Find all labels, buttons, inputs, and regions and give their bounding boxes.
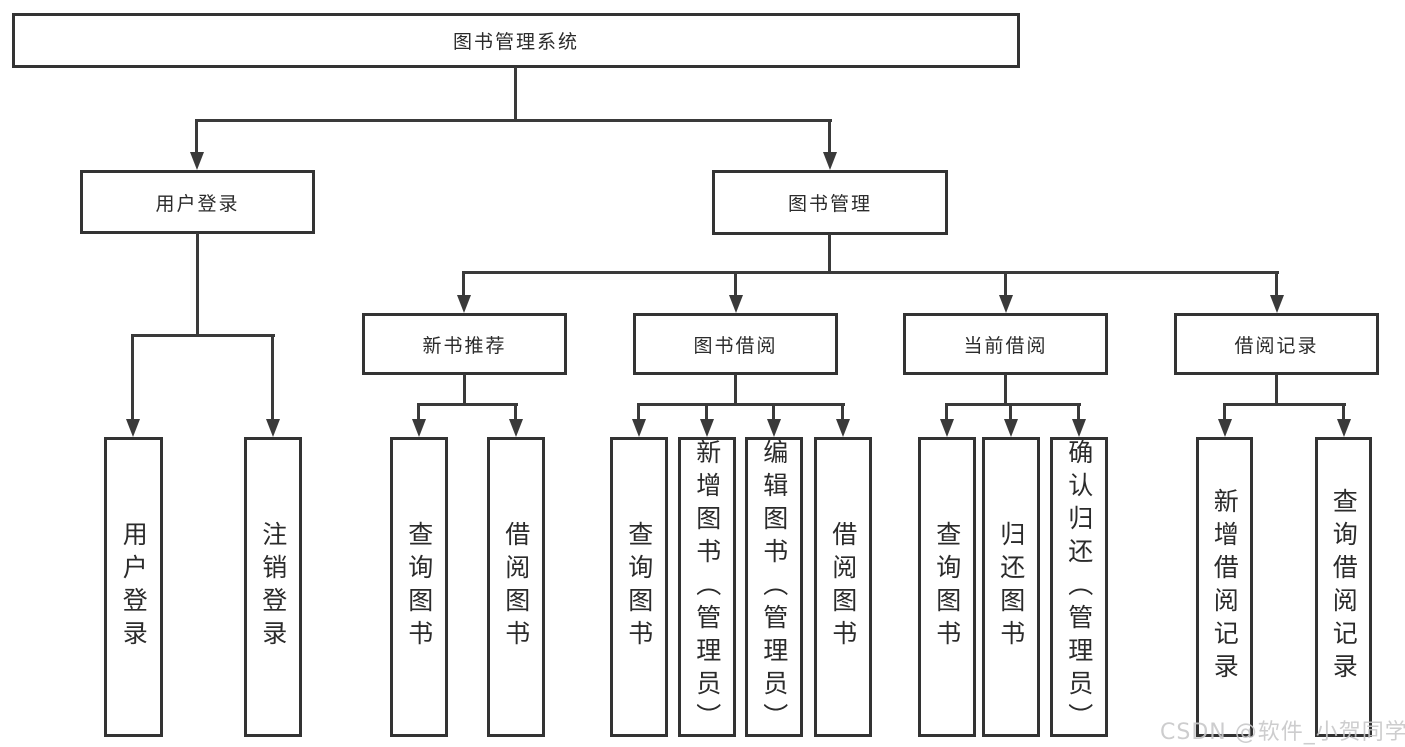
- connector-line: [462, 271, 465, 295]
- connector-line: [417, 403, 420, 419]
- connector-line: [828, 234, 831, 273]
- arrow-down-icon: [1004, 419, 1018, 437]
- arrow-down-icon: [190, 152, 204, 170]
- leaf-logout: 注销登录: [244, 437, 302, 737]
- connector-line: [637, 403, 640, 419]
- leaf-add-borrow-record: 新增借阅记录: [1196, 437, 1253, 737]
- connector-line: [514, 67, 517, 121]
- connector-line: [195, 119, 198, 152]
- leaf-edit-books-admin-label: 编辑图书（管理员）: [759, 438, 789, 736]
- node-borrow-records: 借阅记录: [1174, 313, 1379, 375]
- connector-line: [734, 271, 737, 295]
- arrow-down-icon: [940, 419, 954, 437]
- connector-line: [418, 403, 518, 406]
- connector-line: [1004, 374, 1007, 405]
- node-book-borrow-label: 图书借阅: [693, 334, 778, 357]
- leaf-query-books-recommend: 查询图书: [390, 437, 448, 737]
- leaf-user-login: 用户登录: [104, 437, 163, 737]
- arrow-down-icon: [412, 419, 426, 437]
- leaf-return-books-label: 归还图书: [996, 521, 1026, 653]
- leaf-borrow-books-recommend: 借阅图书: [487, 437, 545, 737]
- leaf-confirm-return-admin: 确认归还（管理员）: [1050, 437, 1108, 737]
- connector-line: [828, 119, 831, 152]
- connector-line: [463, 374, 466, 405]
- leaf-add-books-admin: 新增图书（管理员）: [678, 437, 736, 737]
- connector-line: [271, 334, 274, 419]
- connector-line: [1009, 403, 1012, 419]
- arrow-down-icon: [1218, 419, 1232, 437]
- connector-line: [132, 334, 275, 337]
- arrow-down-icon: [1270, 295, 1284, 313]
- arrow-down-icon: [1337, 419, 1351, 437]
- connector-line: [463, 271, 1279, 274]
- arrow-down-icon: [700, 419, 714, 437]
- connector-line: [705, 403, 708, 419]
- node-current-borrow: 当前借阅: [903, 313, 1108, 375]
- node-root-label: 图书管理系统: [452, 31, 579, 53]
- arrow-down-icon: [767, 419, 781, 437]
- arrow-down-icon: [509, 419, 523, 437]
- csdn-watermark: CSDN @软件_小贺同学: [1160, 720, 1405, 745]
- node-current-borrow-label: 当前借阅: [963, 334, 1048, 357]
- node-book-management: 图书管理: [712, 170, 948, 235]
- node-user-login: 用户登录: [80, 170, 315, 234]
- leaf-add-books-admin-label: 新增图书（管理员）: [692, 438, 722, 736]
- node-new-book-recommend-label: 新书推荐: [422, 334, 507, 357]
- connector-line: [1004, 271, 1007, 295]
- arrow-down-icon: [126, 419, 140, 437]
- connector-line: [772, 403, 775, 419]
- leaf-add-borrow-record-label: 新增借阅记录: [1210, 488, 1240, 686]
- node-book-borrow: 图书借阅: [633, 313, 838, 375]
- connector-line: [1223, 403, 1226, 419]
- connector-line: [1275, 271, 1278, 295]
- leaf-query-books-current: 查询图书: [918, 437, 976, 737]
- connector-line: [131, 334, 134, 419]
- connector-line: [1223, 403, 1346, 406]
- connector-line: [945, 403, 948, 419]
- connector-line: [1077, 403, 1080, 419]
- leaf-borrow-books-label: 借阅图书: [828, 521, 858, 653]
- leaf-confirm-return-admin-label: 确认归还（管理员）: [1064, 438, 1094, 736]
- connector-line: [1342, 403, 1345, 419]
- leaf-query-books-borrow: 查询图书: [610, 437, 668, 737]
- leaf-logout-label: 注销登录: [258, 521, 288, 653]
- node-user-login-label: 用户登录: [155, 192, 240, 215]
- arrow-down-icon: [729, 295, 743, 313]
- leaf-query-borrow-record: 查询借阅记录: [1315, 437, 1372, 737]
- leaf-user-login-label: 用户登录: [119, 521, 149, 653]
- connector-line: [514, 403, 517, 419]
- leaf-query-books-recommend-label: 查询图书: [404, 521, 434, 653]
- arrow-down-icon: [823, 152, 837, 170]
- leaf-borrow-books: 借阅图书: [814, 437, 872, 737]
- leaf-return-books: 归还图书: [982, 437, 1040, 737]
- arrow-down-icon: [266, 419, 280, 437]
- connector-line: [638, 403, 845, 406]
- arrow-down-icon: [632, 419, 646, 437]
- node-new-book-recommend: 新书推荐: [362, 313, 567, 375]
- leaf-query-books-borrow-label: 查询图书: [624, 521, 654, 653]
- connector-line: [734, 374, 737, 405]
- node-book-management-label: 图书管理: [787, 193, 872, 215]
- leaf-edit-books-admin: 编辑图书（管理员）: [745, 437, 803, 737]
- arrow-down-icon: [999, 295, 1013, 313]
- connector-line: [196, 233, 199, 336]
- leaf-query-borrow-record-label: 查询借阅记录: [1329, 488, 1359, 686]
- connector-line: [196, 119, 832, 122]
- arrow-down-icon: [836, 419, 850, 437]
- connector-line: [1275, 374, 1278, 405]
- arrow-down-icon: [1072, 419, 1086, 437]
- connector-line: [841, 403, 844, 419]
- arrow-down-icon: [457, 295, 471, 313]
- connector-line: [945, 403, 1081, 406]
- leaf-query-books-current-label: 查询图书: [932, 521, 962, 653]
- node-borrow-records-label: 借阅记录: [1234, 334, 1319, 357]
- node-root: 图书管理系统: [12, 13, 1020, 68]
- leaf-borrow-books-recommend-label: 借阅图书: [501, 521, 531, 653]
